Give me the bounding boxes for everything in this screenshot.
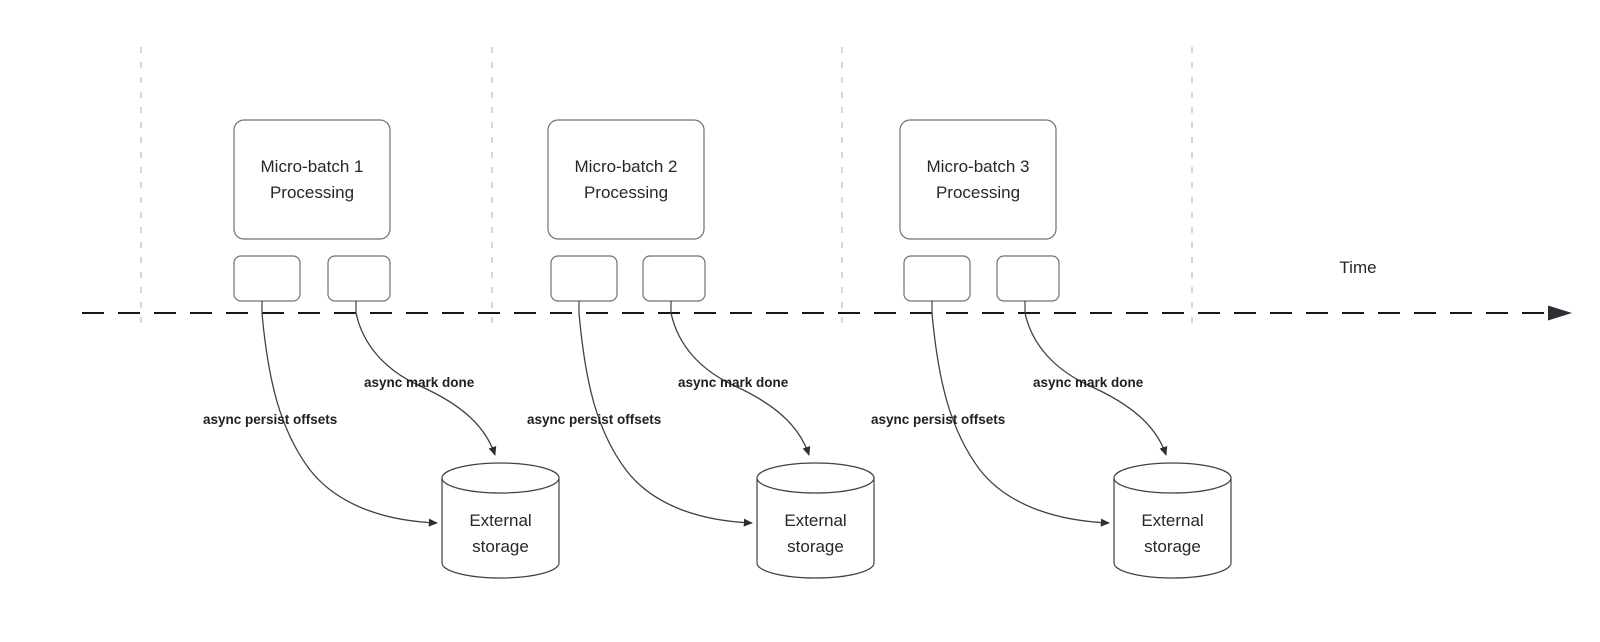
group-2-mark-done-edge [670, 312, 811, 456]
group-1-cylinder-top [441, 462, 560, 494]
group-1-mark-done-label: async mark done [364, 375, 475, 390]
group-2-persist-offsets-task[interactable] [550, 255, 618, 302]
group-2-storage-label-line2: storage [787, 537, 844, 556]
group-3-cylinder-body [1113, 478, 1232, 579]
group-1-persist-offsets-label: async persist offsets [203, 412, 337, 427]
group-2: Micro-batch 2 Processing async persist o… [527, 119, 875, 579]
group-3: Micro-batch 3 Processing async persist o… [871, 119, 1232, 579]
group-1-storage-label-line2: storage [472, 537, 529, 556]
group-1-mark-done-task[interactable] [327, 255, 391, 302]
micro-batch-3-label-line2: Processing [936, 183, 1020, 202]
time-axis: Time [82, 258, 1572, 321]
group-3-mark-done-edge [1024, 312, 1168, 456]
micro-batch-1-label-line2: Processing [270, 183, 354, 202]
group-1-persist-offsets-task[interactable] [233, 255, 301, 302]
group-1-persist-offsets-edge [261, 312, 438, 527]
micro-batch-1-box[interactable] [233, 119, 391, 240]
micro-batch-1-label-line1: Micro-batch 1 [261, 157, 364, 176]
group-1-mark-done-edge [355, 312, 497, 456]
group-3-persist-offsets-task[interactable] [903, 255, 971, 302]
group-1-storage-label-line1: External [469, 511, 531, 530]
group-1-cylinder-body [441, 478, 560, 579]
group-2-storage-label-line1: External [784, 511, 846, 530]
group-2-external-storage[interactable]: External storage [756, 462, 875, 579]
group-3-external-storage[interactable]: External storage [1113, 462, 1232, 579]
group-1: Micro-batch 1 Processing async persist o… [203, 119, 560, 579]
micro-batch-2-label-line2: Processing [584, 183, 668, 202]
group-2-persist-offsets-label: async persist offsets [527, 412, 661, 427]
group-1-external-storage[interactable]: External storage [441, 462, 560, 579]
group-2-cylinder-top [756, 462, 875, 494]
group-3-cylinder-top [1113, 462, 1232, 494]
group-2-mark-done-label: async mark done [678, 375, 789, 390]
group-3-mark-done-task[interactable] [996, 255, 1060, 302]
group-3-storage-label-line1: External [1141, 511, 1203, 530]
tick-lines-group [140, 47, 1193, 330]
arrow-right-icon [1548, 305, 1572, 321]
group-2-persist-offsets-edge [578, 312, 753, 527]
group-3-mark-done-label: async mark done [1033, 375, 1144, 390]
micro-batch-2-box[interactable] [547, 119, 705, 240]
group-2-mark-done-task[interactable] [642, 255, 706, 302]
micro-batch-2-label-line1: Micro-batch 2 [575, 157, 678, 176]
group-2-cylinder-body [756, 478, 875, 579]
group-3-storage-label-line2: storage [1144, 537, 1201, 556]
group-3-persist-offsets-edge [931, 312, 1110, 527]
micro-batch-3-label-line1: Micro-batch 3 [927, 157, 1030, 176]
micro-batch-3-box[interactable] [899, 119, 1057, 240]
time-axis-label: Time [1339, 258, 1376, 277]
group-3-persist-offsets-label: async persist offsets [871, 412, 1005, 427]
